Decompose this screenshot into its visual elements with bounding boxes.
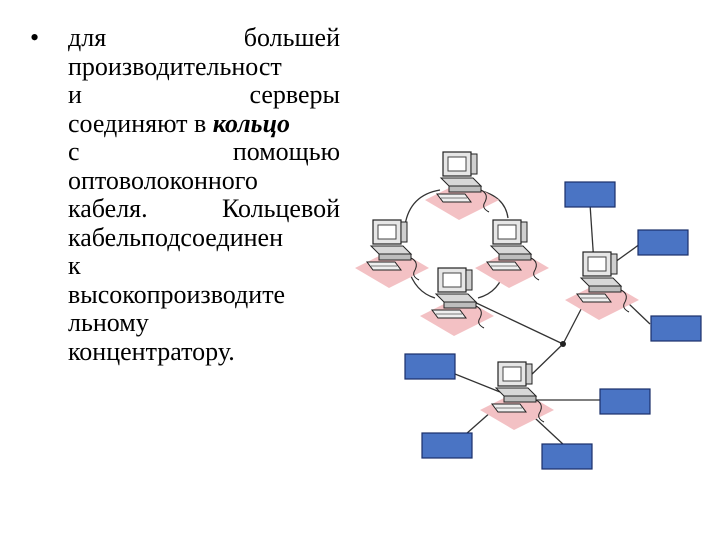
text-word: серверы (249, 80, 340, 109)
link-pc-box4 (449, 371, 501, 393)
text-word: соединяют в (68, 108, 213, 138)
text-line: оптоволоконного (68, 165, 340, 196)
text-line: и серверы (68, 80, 340, 110)
text-word: с (68, 137, 80, 166)
text-line: льному (68, 308, 340, 338)
text-line: для большей (68, 23, 340, 53)
text-word: помощью (232, 137, 340, 166)
text-word: кабеля. (68, 194, 148, 223)
box-5 (599, 388, 651, 415)
workstation-boxes (404, 181, 702, 470)
server-ring-left (354, 219, 430, 289)
box-3 (650, 315, 702, 342)
text-word: производительност (68, 51, 282, 81)
server-ring-bottom (419, 267, 495, 337)
box-6 (421, 432, 473, 459)
box-1 (564, 181, 616, 208)
link-ring-node (469, 299, 564, 345)
text-word: Кольцевой (221, 194, 340, 223)
text-word: кольцо (212, 108, 291, 138)
text-line: кабеля. Кольцевой (68, 194, 340, 224)
link-node-pc (527, 343, 564, 379)
box-7 (541, 443, 593, 470)
server-hub-lower (479, 361, 555, 431)
box-4 (404, 353, 456, 380)
text-word: концентратору. (68, 336, 235, 366)
text-line: соединяют в кольцо (68, 108, 340, 139)
text-line: к (68, 251, 340, 281)
text-word: кабельподсоединен (68, 222, 283, 252)
text-word: для (68, 23, 107, 52)
text-word: большей (243, 23, 340, 52)
text-line: кабельподсоединен (68, 222, 340, 253)
text-line: производительност (68, 51, 340, 82)
text-word: и (68, 80, 82, 109)
junction-node (560, 341, 566, 347)
box-2 (637, 229, 689, 256)
server-ring-top (424, 151, 500, 221)
server-hub-right (564, 251, 640, 321)
text-word: оптоволоконного (68, 165, 258, 195)
server-ring-right (474, 219, 550, 289)
text-line: высокопроизводите (68, 279, 340, 310)
text-word: льному (68, 308, 149, 337)
text-word: высокопроизводите (68, 279, 286, 309)
text-line: с помощью (68, 137, 340, 167)
bullet: • (30, 23, 40, 52)
text-line: концентратору. (68, 336, 340, 367)
text-word: к (68, 251, 81, 280)
ring-arc-top-left (404, 189, 441, 226)
